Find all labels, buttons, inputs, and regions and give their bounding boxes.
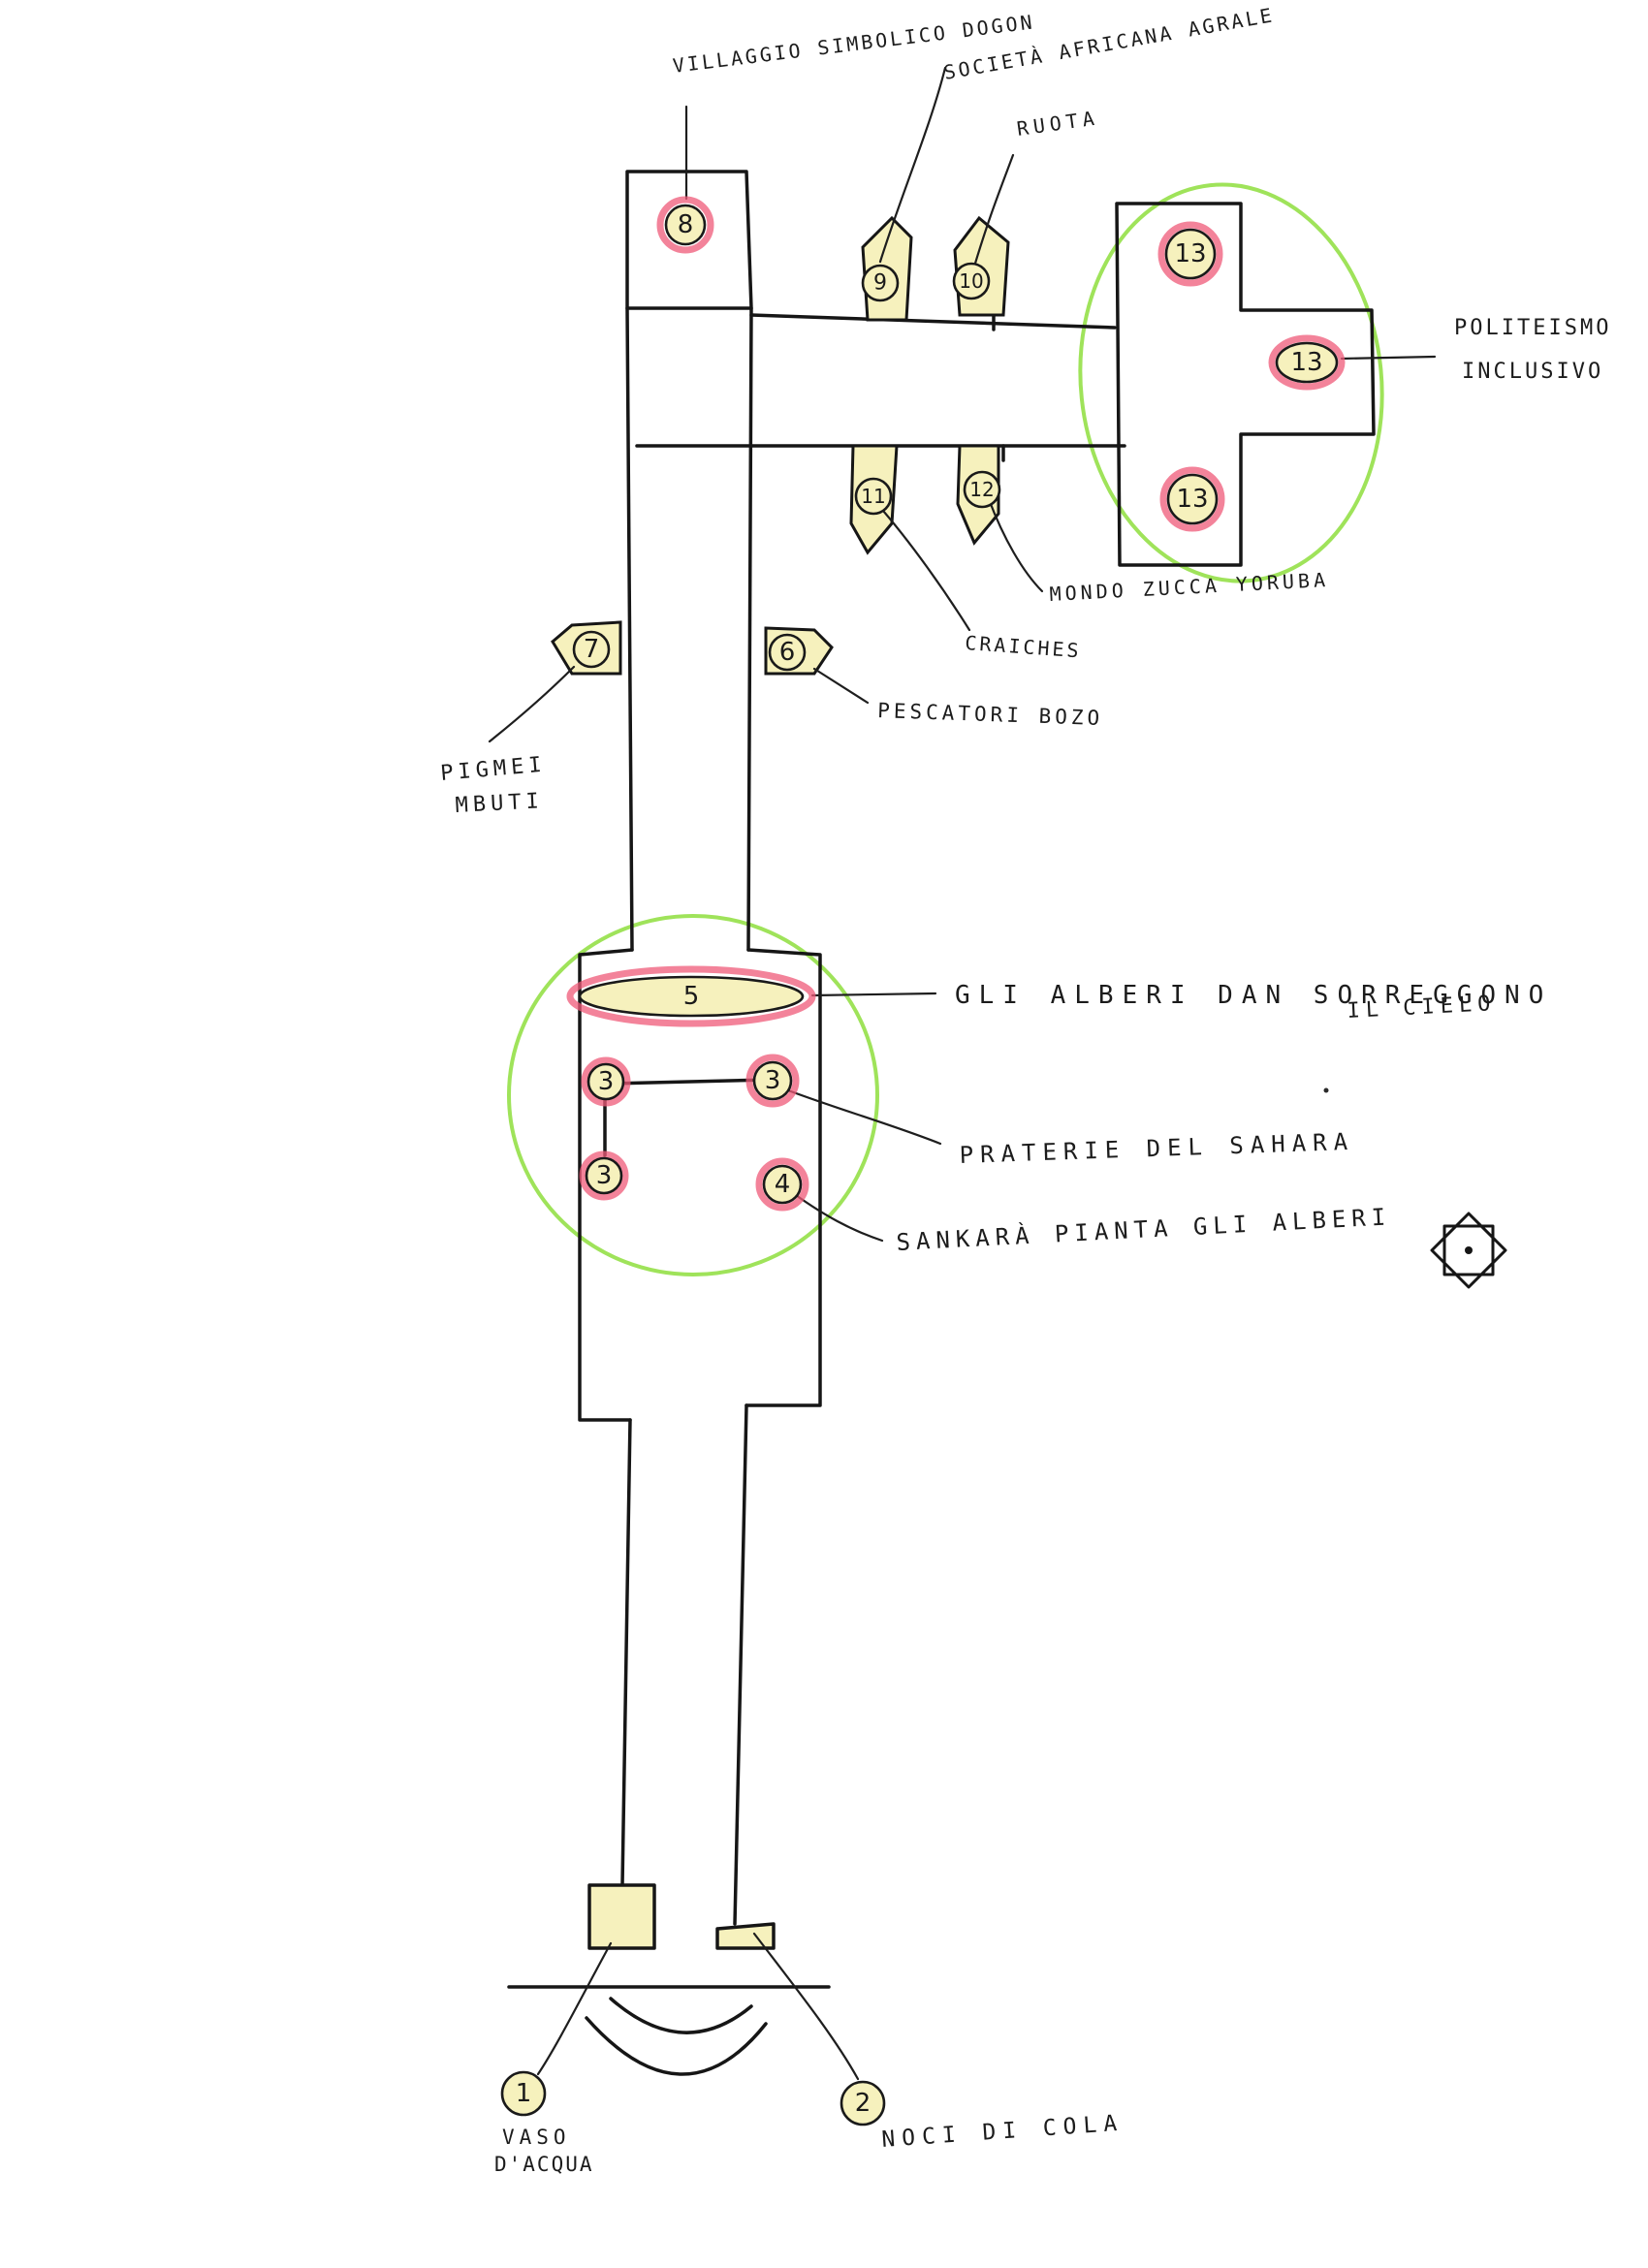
marker-9: 9 xyxy=(873,271,887,296)
marker-1: 1 xyxy=(516,2079,532,2108)
marker-6: 6 xyxy=(779,638,796,667)
label-sankara: SANKARÀ PIANTA GLI ALBERI xyxy=(896,1202,1392,1256)
marker-7: 7 xyxy=(584,635,600,664)
label-vaso-line1: VASO xyxy=(502,2126,571,2149)
noci-base xyxy=(715,1922,776,1950)
marker-2: 2 xyxy=(855,2089,872,2118)
marker-13: 13 xyxy=(1176,485,1208,514)
label-pescatori: PESCATORI BOZO xyxy=(877,699,1104,730)
marker-3: 3 xyxy=(765,1066,781,1095)
marker-halos xyxy=(566,196,1346,1212)
lower-area-outline xyxy=(507,914,879,1276)
marker-12: 12 xyxy=(969,478,994,501)
diamond-square-dot-icon xyxy=(1430,1212,1507,1289)
label-craiches: CRAICHES xyxy=(965,631,1083,662)
plan-outline xyxy=(507,170,1376,2076)
marker-5: 5 xyxy=(683,982,700,1011)
label-ruota: RUOTA xyxy=(1015,106,1100,141)
marker-13: 13 xyxy=(1290,348,1322,377)
vaso-base xyxy=(587,1883,656,1950)
marker-11: 11 xyxy=(861,485,885,508)
label-pigmei-line2: MBUTI xyxy=(455,789,544,818)
label-politeismo-line2: INCLUSIVO xyxy=(1462,360,1603,384)
politeismo-outline xyxy=(1078,182,1384,583)
marker-13: 13 xyxy=(1174,239,1206,268)
label-praterie: PRATERIE DEL SAHARA xyxy=(959,1128,1354,1169)
label-vaso-line2: D'ACQUA xyxy=(494,2153,594,2176)
marker-3: 3 xyxy=(596,1161,613,1190)
stray-dot xyxy=(1323,1087,1329,1093)
label-pigmei-line1: PIGMEI xyxy=(439,753,547,786)
marker-numbers: 1 2 3 3 3 4 5 6 7 8 9 10 11 12 13 13 13 xyxy=(516,210,1323,2118)
leader-lines xyxy=(488,66,1437,2081)
label-noci: NOCI DI COLA xyxy=(881,2111,1125,2153)
label-politeismo-line1: POLITEISMO xyxy=(1454,316,1611,340)
marker-4: 4 xyxy=(775,1170,791,1199)
marker-8: 8 xyxy=(678,210,694,239)
marker-3: 3 xyxy=(598,1067,615,1096)
marker-circles xyxy=(500,204,1339,2126)
label-alberi-line1: GLI ALBERI DAN SORREGGONO xyxy=(955,981,1552,1010)
marker-10: 10 xyxy=(959,269,983,293)
label-mondo: MONDO ZUCCA YORUBA xyxy=(1049,568,1330,606)
